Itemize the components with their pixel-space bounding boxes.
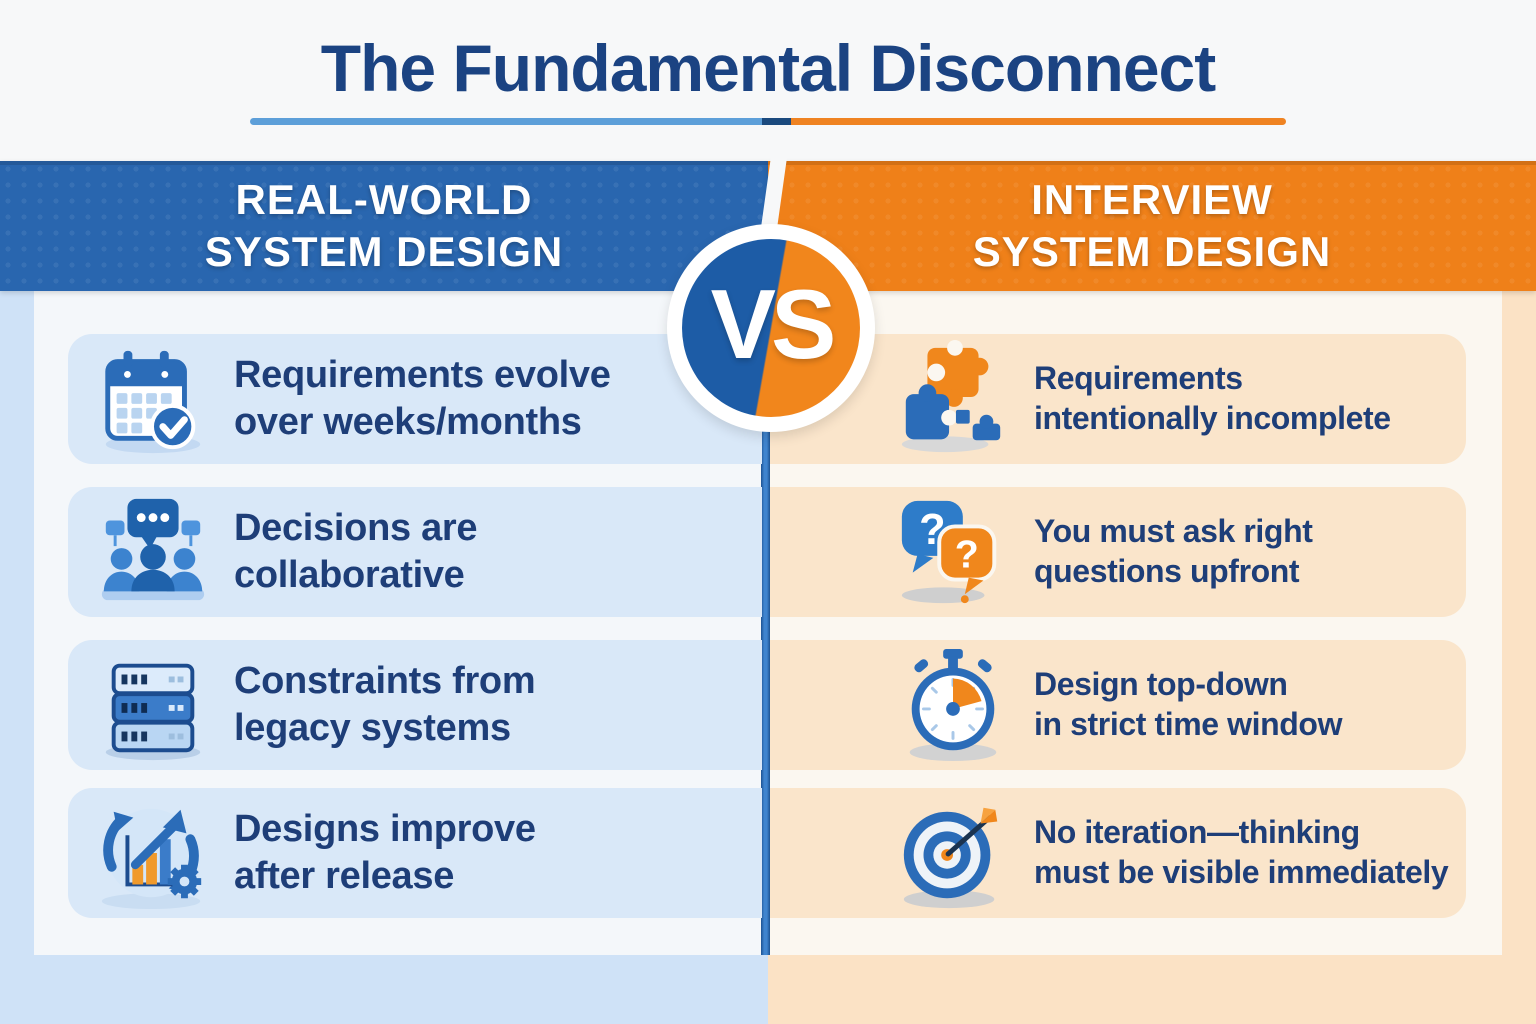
right-header-line2: SYSTEM DESIGN <box>972 228 1332 275</box>
card-text: Constraints from legacy systems <box>234 658 536 752</box>
card-no-iteration: No iteration—thinking must be visible im… <box>770 788 1466 918</box>
right-header-text: INTERVIEW SYSTEM DESIGN <box>973 174 1331 279</box>
card-time-window: Design top-down in strict time window <box>770 640 1466 770</box>
vs-label: VS <box>710 268 837 379</box>
card-text-line2: in strict time window <box>1034 706 1343 742</box>
card-text-line2: after release <box>234 855 455 897</box>
left-header-line1: REAL-WORLD <box>235 175 533 223</box>
server-stack-icon <box>94 646 212 764</box>
card-text-line1: Constraints from <box>234 659 536 702</box>
card-text: Decisions are collaborative <box>234 505 478 599</box>
underline-orange-segment <box>790 118 1286 125</box>
card-text-line1: Requirements <box>1034 360 1243 397</box>
vs-badge: VS <box>667 224 875 432</box>
card-ask-questions: ? ? You must ask right questions upfront <box>770 487 1466 617</box>
card-text-line1: Designs improve <box>234 807 536 850</box>
improvement-cycle-icon <box>94 794 212 912</box>
card-requirements-evolve: Requirements evolve over weeks/months <box>68 334 762 464</box>
card-text-line2: over weeks/months <box>234 401 582 443</box>
card-text: Design top-down in strict time window <box>1034 665 1342 744</box>
right-header-line1: INTERVIEW <box>1031 175 1273 223</box>
card-text: No iteration—thinking must be visible im… <box>1034 813 1449 892</box>
card-text-line2: intentionally incomplete <box>1034 400 1391 436</box>
question-bubbles-icon: ? ? <box>894 493 1012 611</box>
card-text-line2: legacy systems <box>234 707 511 749</box>
underline-navy-segment <box>761 118 791 125</box>
card-legacy-constraints: Constraints from legacy systems <box>68 640 762 770</box>
title-underline <box>250 118 1286 125</box>
card-text-line1: Design top-down <box>1034 666 1288 703</box>
puzzle-pieces-icon <box>894 340 1012 458</box>
card-text-line2: collaborative <box>234 554 465 596</box>
card-text: Designs improve after release <box>234 806 536 900</box>
page-title: The Fundamental Disconnect <box>320 31 1216 105</box>
vs-badge-inner: VS <box>682 239 860 417</box>
card-decisions-collaborative: Decisions are collaborative <box>68 487 762 617</box>
card-text-line1: Decisions are <box>234 506 478 549</box>
right-column-header: INTERVIEW SYSTEM DESIGN <box>768 161 1536 291</box>
center-divider <box>761 424 770 955</box>
card-text-line2: must be visible immediately <box>1034 854 1449 890</box>
target-dart-icon <box>894 794 1012 912</box>
card-text: Requirements evolve over weeks/months <box>234 352 611 446</box>
card-text-line1: No iteration—thinking <box>1034 814 1360 851</box>
card-text: You must ask right questions upfront <box>1034 512 1313 591</box>
card-text-line1: Requirements evolve <box>234 353 611 396</box>
underline-blue-segment <box>250 118 762 125</box>
stopwatch-icon <box>894 646 1012 764</box>
left-header-line2: SYSTEM DESIGN <box>204 228 564 275</box>
card-text-line2: questions upfront <box>1034 553 1300 589</box>
card-text-line1: You must ask right <box>1034 513 1313 550</box>
card-text: Requirements intentionally incomplete <box>1034 359 1391 438</box>
left-column-header: REAL-WORLD SYSTEM DESIGN <box>0 161 768 291</box>
calendar-check-icon <box>94 340 212 458</box>
left-header-text: REAL-WORLD SYSTEM DESIGN <box>205 174 563 279</box>
svg-text:?: ? <box>955 533 979 577</box>
card-designs-improve: Designs improve after release <box>68 788 762 918</box>
team-discussion-icon <box>94 493 212 611</box>
card-requirements-incomplete: Requirements intentionally incomplete <box>770 334 1466 464</box>
